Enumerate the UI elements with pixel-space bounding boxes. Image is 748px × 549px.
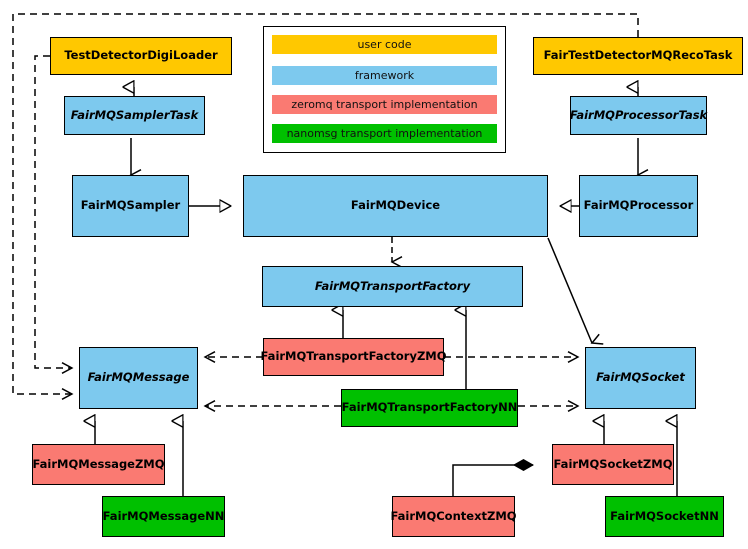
node-fairmq-socket[interactable]: FairMQSocket (585, 347, 696, 409)
edge-contextzmq-to-socketzmq (452, 465, 533, 496)
node-fairmq-transport-factory[interactable]: FairMQTransportFactory (262, 266, 523, 307)
edge-recotask-to-message (12, 13, 639, 394)
legend-item-framework: framework (272, 66, 497, 85)
edge-device-to-socket (547, 237, 592, 343)
node-fairmq-sampler[interactable]: FairMQSampler (72, 175, 189, 237)
node-fairmq-device[interactable]: FairMQDevice (243, 175, 548, 237)
node-fair-test-detector-mq-reco-task[interactable]: FairTestDetectorMQRecoTask (533, 37, 743, 75)
node-fairmq-socket-zmq[interactable]: FairMQSocketZMQ (552, 444, 674, 485)
legend-item-nanomsg: nanomsg transport implementation (272, 124, 497, 143)
node-fairmq-transport-factory-zmq[interactable]: FairMQTransportFactoryZMQ (261, 338, 447, 376)
node-fairmq-processor[interactable]: FairMQProcessor (579, 175, 698, 237)
edge-digiloader-to-message (34, 55, 72, 368)
node-fairmq-socket-nn[interactable]: FairMQSocketNN (605, 496, 724, 537)
node-fairmq-transport-factory-nn[interactable]: FairMQTransportFactoryNN (341, 389, 518, 427)
node-fairmq-message[interactable]: FairMQMessage (79, 347, 198, 409)
node-test-detector-digi-loader[interactable]: TestDetectorDigiLoader (50, 37, 232, 75)
legend-item-user-code: user code (272, 35, 497, 54)
node-fairmq-message-nn[interactable]: FairMQMessageNN (102, 496, 225, 537)
node-fairmq-context-zmq[interactable]: FairMQContextZMQ (390, 496, 517, 537)
legend-item-zeromq: zeromq transport implementation (272, 95, 497, 114)
node-fairmq-message-zmq[interactable]: FairMQMessageZMQ (32, 444, 165, 485)
node-fairmq-sampler-task[interactable]: FairMQSamplerTask (64, 96, 205, 135)
node-fairmq-processor-task[interactable]: FairMQProcessorTask (570, 96, 707, 135)
